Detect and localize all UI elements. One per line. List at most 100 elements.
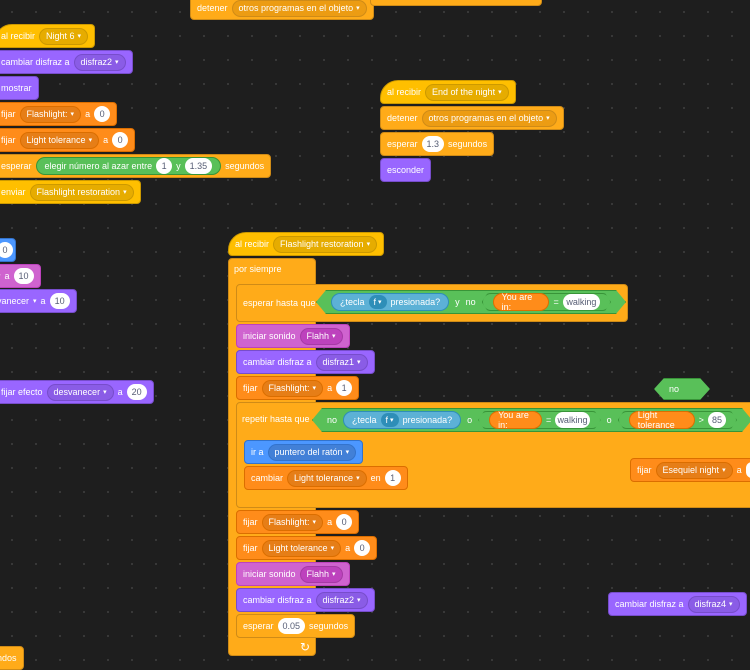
equals-operator[interactable]: You are in: = walking <box>482 293 611 311</box>
variable-dropdown[interactable]: Esequiel night▾ <box>655 461 733 479</box>
wait-fragment-bottom[interactable]: ndos <box>0 646 24 670</box>
sound-dropdown[interactable]: Flahh▾ <box>299 565 343 583</box>
you-are-in-variable[interactable]: You are in: <box>489 411 542 429</box>
wait-block-2[interactable]: esperar 0.05 segundos <box>236 614 356 638</box>
equals-operator[interactable]: You are in: = walking <box>478 411 601 429</box>
value-input[interactable]: walking <box>563 294 600 310</box>
block-label: cambiar disfraz a <box>243 357 312 367</box>
block-label: esperar <box>387 139 418 149</box>
value-input[interactable]: 0 <box>94 106 111 122</box>
set-light-tolerance-block[interactable]: fijar Light tolerance▾ a 0 <box>0 128 136 152</box>
message-dropdown[interactable]: Night 6▾ <box>39 27 89 45</box>
value-input[interactable]: walking <box>555 412 589 428</box>
block-label: ¿tecla <box>340 297 365 307</box>
set-esequiel-night-block[interactable]: fijar Esequiel night▾ a <box>630 458 750 482</box>
partial-block-top-right[interactable] <box>370 0 542 6</box>
key-dropdown[interactable]: f▾ <box>369 295 387 309</box>
switch-costume-block-1[interactable]: cambiar disfraz a disfraz1▾ <box>236 350 375 374</box>
variable-dropdown[interactable]: Light tolerance▾ <box>261 539 342 557</box>
value-input[interactable]: 10 <box>13 268 34 284</box>
set-effect-block[interactable]: fijar efecto desvanecer▾ a 20 <box>0 380 154 404</box>
costume-dropdown[interactable]: disfraz2▾ <box>73 53 126 71</box>
wait-block[interactable]: esperar 1.3 segundos <box>380 132 495 156</box>
greater-than-operator[interactable]: Light tolerance > 85 <box>618 411 737 429</box>
target-dropdown[interactable]: puntero del ratón▾ <box>267 443 357 461</box>
broadcast-block[interactable]: enviar Flashlight restoration▾ <box>0 180 141 204</box>
set-flashlight-block-2[interactable]: fijar Flashlight:▾ a 1 <box>236 376 360 400</box>
block-label: esperar hasta que <box>243 298 316 308</box>
variable-dropdown[interactable]: Flashlight:▾ <box>261 513 324 531</box>
go-to-block[interactable]: ir a puntero del ratón▾ <box>244 440 364 464</box>
effect-dropdown[interactable]: desvanecer▾ <box>46 383 114 401</box>
show-block[interactable]: mostrar <box>0 76 39 100</box>
value-input[interactable]: 0 <box>0 242 13 258</box>
value-input[interactable]: 0 <box>354 540 371 556</box>
value-input[interactable]: 85 <box>708 412 726 428</box>
switch-costume-block-floating[interactable]: cambiar disfraz a disfraz4▾ <box>608 592 747 616</box>
block-label: esconder <box>387 165 425 175</box>
sound-dropdown[interactable]: Flahh▾ <box>299 327 343 345</box>
stop-option-dropdown[interactable]: otros programas en el objeto▾ <box>231 0 367 17</box>
set-flashlight-block[interactable]: fijar Flashlight:▾ a 0 <box>0 102 118 126</box>
light-tolerance-variable[interactable]: Light tolerance <box>629 411 695 429</box>
change-light-tolerance-block[interactable]: cambiar Light tolerance▾ en 1 <box>244 466 408 490</box>
key-dropdown[interactable]: f▾ <box>381 413 399 427</box>
hide-block[interactable]: esconder <box>380 158 432 182</box>
you-are-in-variable[interactable]: You are in: <box>493 293 550 311</box>
chevron-down-icon: ▾ <box>332 571 336 578</box>
block-label: enviar <box>1 187 26 197</box>
message-dropdown[interactable]: End of the night▾ <box>425 83 509 101</box>
effect-fragment-2[interactable]: vanecer ▾ a 10 <box>0 289 77 313</box>
motion-fragment[interactable]: 0 <box>0 238 16 262</box>
key-pressed-reporter[interactable]: ¿tecla f▾ presionada? <box>331 293 449 311</box>
set-flashlight-block-3[interactable]: fijar Flashlight:▾ a 0 <box>236 510 360 534</box>
value-input[interactable]: 0.05 <box>277 618 306 634</box>
variable-dropdown[interactable]: Flashlight:▾ <box>261 379 324 397</box>
variable-dropdown[interactable]: Flashlight:▾ <box>19 105 82 123</box>
block-label: a <box>117 387 123 397</box>
chevron-down-icon: ▾ <box>366 241 371 248</box>
costume-dropdown[interactable]: disfraz2▾ <box>315 591 368 609</box>
value-input[interactable]: 10 <box>49 293 70 309</box>
not-operator-floating[interactable]: no <box>654 378 710 400</box>
start-sound-block[interactable]: iniciar sonido Flahh▾ <box>236 324 350 348</box>
value-input[interactable]: 1.3 <box>421 136 445 152</box>
variable-dropdown[interactable]: Light tolerance▾ <box>287 469 367 487</box>
block-label: vanecer <box>0 296 30 306</box>
value-input[interactable]: 1.35 <box>184 158 213 174</box>
message-dropdown[interactable]: Flashlight restoration▾ <box>273 235 378 253</box>
stop-block-top[interactable]: detener otros programas en el objeto▾ <box>190 0 374 20</box>
message-dropdown[interactable]: Flashlight restoration▾ <box>29 183 134 201</box>
when-receive-flashlight-hat[interactable]: al recibir Flashlight restoration▾ <box>228 232 385 256</box>
value-input[interactable] <box>745 462 750 478</box>
value-input[interactable]: 0 <box>336 514 353 530</box>
when-receive-night6-hat[interactable]: al recibir Night 6▾ <box>0 24 96 48</box>
value-input[interactable]: 1 <box>336 380 353 396</box>
wait-random-block[interactable]: esperar elegir número al azar entre 1 y … <box>0 154 272 178</box>
chevron-down-icon: ▾ <box>546 115 550 122</box>
variable-dropdown[interactable]: Light tolerance▾ <box>19 131 100 149</box>
start-sound-block-2[interactable]: iniciar sonido Flahh▾ <box>236 562 350 586</box>
block-label: segundos <box>309 621 349 631</box>
chevron-down-icon: ▾ <box>356 5 360 12</box>
set-light-tolerance-block-2[interactable]: fijar Light tolerance▾ a 0 <box>236 536 378 560</box>
block-label: = <box>553 297 559 307</box>
value-input[interactable]: 1 <box>156 158 173 174</box>
stop-option-dropdown[interactable]: otros programas en el objeto▾ <box>421 109 557 127</box>
or-condition[interactable]: no ¿tecla f▾ presionada? o You are in: =… <box>312 408 750 432</box>
when-receive-end-night-hat[interactable]: al recibir End of the night▾ <box>380 80 516 104</box>
switch-costume-block[interactable]: cambiar disfraz a disfraz2▾ <box>0 50 133 74</box>
switch-costume-block-2[interactable]: cambiar disfraz a disfraz2▾ <box>236 588 375 612</box>
block-label: cambiar <box>251 473 284 483</box>
chevron-down-icon: ▾ <box>70 111 75 118</box>
value-input[interactable]: 0 <box>112 132 129 148</box>
costume-dropdown[interactable]: disfraz4▾ <box>687 595 740 613</box>
and-condition[interactable]: ¿tecla f▾ presionada? y no You are in: =… <box>316 290 626 314</box>
costume-dropdown[interactable]: disfraz1▾ <box>315 353 368 371</box>
value-input[interactable]: 1 <box>384 470 401 486</box>
effect-fragment[interactable]: ▾ a 10 <box>0 264 41 288</box>
key-pressed-reporter[interactable]: ¿tecla f▾ presionada? <box>343 411 461 429</box>
stop-other-scripts-block[interactable]: detener otros programas en el objeto▾ <box>380 106 564 130</box>
random-number-reporter[interactable]: elegir número al azar entre 1 y 1.35 <box>35 157 222 175</box>
value-input[interactable]: 20 <box>126 384 147 400</box>
